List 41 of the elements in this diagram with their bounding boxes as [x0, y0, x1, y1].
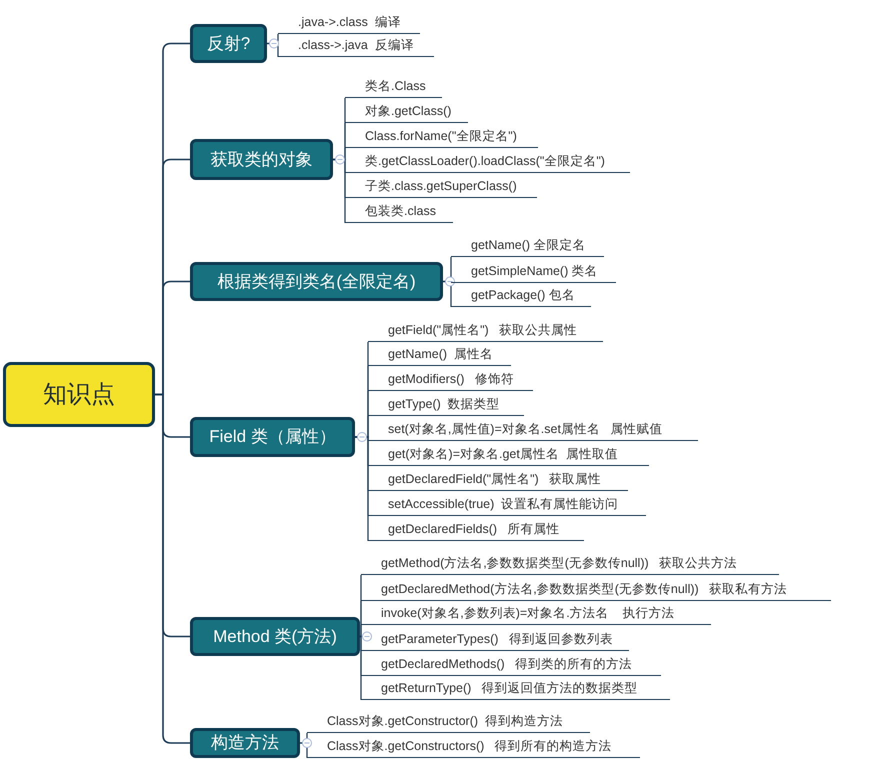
main-topic: 根据类得到类名(全限定名) [190, 262, 443, 301]
main-topic: Field 类（属性） [190, 417, 355, 457]
connector-line [360, 636, 362, 700]
subtopic-label: 包装类.class [345, 201, 453, 223]
subtopic-label: Class.forName("全限定名") [345, 126, 538, 148]
main-topic: 获取类的对象 [190, 139, 333, 180]
main-topic: Method 类(方法) [190, 617, 360, 656]
subtopic-label: getName() 属性名 [368, 344, 511, 366]
connector-line [155, 394, 190, 744]
subtopic-label: setAccessible(true) 设置私有属性能访问 [368, 494, 646, 516]
subtopic-label: getModifiers() 修饰符 [368, 369, 533, 391]
subtopic-label: 子类.class.getSuperClass() [345, 176, 537, 198]
subtopic-label: getDeclaredMethod(方法名,参数数据类型(无参数传null)) 获取私有方法 [361, 579, 831, 601]
subtopic-label: getDeclaredMethods() 得到类的所有的方法 [361, 654, 661, 676]
subtopic-label: 对象.getClass() [345, 101, 468, 123]
subtopic-label: set(对象名,属性值)=对象名.set属性名 属性赋值 [368, 419, 698, 441]
subtopic-label: getName() 全限定名 [451, 235, 604, 257]
main-topic: 反射? [190, 24, 267, 63]
subtopic-label: getParameterTypes() 得到返回参数列表 [361, 629, 629, 651]
subtopic-label: getPackage() 包名 [451, 285, 591, 307]
subtopic-label: Class对象.getConstructor() 得到构造方法 [307, 711, 590, 733]
subtopic-label: getMethod(方法名,参数数据类型(无参数传null)) 获取公共方法 [361, 553, 779, 575]
subtopic-label: getDeclaredFields() 所有属性 [368, 519, 584, 541]
subtopic-label: getType() 数据类型 [368, 394, 524, 416]
subtopic-label: getReturnType() 得到返回值方法的数据类型 [361, 678, 670, 700]
connector-line [355, 436, 369, 541]
subtopic-label: getSimpleName() 类名 [451, 261, 616, 283]
subtopic-label: getField("属性名") 获取公共属性 [368, 320, 603, 342]
connector-line [360, 625, 362, 638]
subtopic-label: 类名.Class [345, 76, 442, 98]
subtopic-label: .java->.class 编译 [278, 12, 420, 34]
subtopic-label: getDeclaredField("属性名") 获取属性 [368, 469, 628, 491]
main-topic: 构造方法 [190, 728, 300, 758]
subtopic-label: invoke(对象名,参数列表)=对象名.方法名 执行方法 [361, 603, 711, 625]
subtopic-label: .class->.java 反编译 [278, 35, 434, 57]
subtopic-label: get(对象名)=对象名.get属性名 属性取值 [368, 444, 649, 466]
central-topic: 知识点 [3, 362, 155, 427]
connector-line [443, 280, 452, 307]
subtopic-label: 类.getClassLoader().loadClass("全限定名") [345, 151, 630, 173]
subtopic-label: Class对象.getConstructors() 得到所有的构造方法 [307, 736, 640, 758]
connector-line [333, 158, 346, 223]
